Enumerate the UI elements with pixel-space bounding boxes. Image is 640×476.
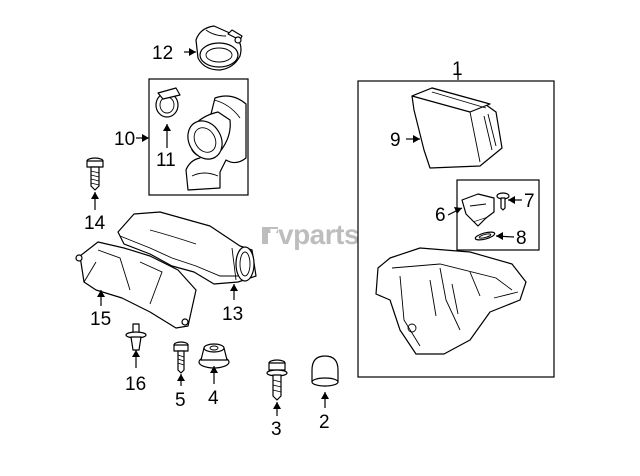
callout-11: 11 (156, 150, 176, 171)
hose-clamp-part (155, 87, 181, 118)
rubber-cap-part (311, 355, 339, 387)
arrowhead-13 (230, 284, 238, 291)
logo-mark-icon (262, 227, 278, 244)
arrowhead-9 (413, 135, 420, 143)
arrowhead-2 (321, 392, 329, 399)
callout-14: 14 (84, 213, 106, 234)
grommet-part (198, 343, 230, 369)
callout-4: 4 (208, 388, 219, 409)
arrowhead-11 (163, 124, 171, 131)
arrowhead-8 (496, 232, 503, 240)
callout-5: 5 (175, 390, 186, 411)
arrowheads (91, 48, 515, 409)
inlet-duct-group-box (148, 78, 249, 196)
arrowhead-7 (508, 196, 515, 204)
arrowhead-4 (210, 366, 218, 373)
callout-2: 2 (319, 412, 330, 433)
callout-1: 1 (452, 59, 463, 80)
callout-3: 3 (271, 419, 282, 440)
arrowhead-10 (142, 134, 149, 142)
air-cleaner-assembly-box (357, 80, 555, 378)
bolt-5-part (173, 341, 189, 374)
arrowhead-15 (97, 290, 105, 297)
sensor-subgroup-box (456, 179, 540, 251)
o-ring-part (474, 231, 496, 241)
screw-7-part (496, 192, 510, 211)
push-pin-part (125, 323, 147, 351)
arrowhead-5 (177, 374, 185, 381)
callout-13: 13 (222, 304, 243, 325)
air-cleaner-housing-part (375, 247, 527, 355)
arrowhead-3 (273, 402, 281, 409)
callout-15: 15 (90, 309, 111, 330)
maf-sensor-part (461, 193, 495, 227)
callout-12: 12 (152, 43, 173, 64)
screw-14-part (86, 157, 104, 191)
arrowhead-14 (91, 192, 99, 199)
watermark-logo: vparts (262, 219, 360, 250)
callout-8: 8 (516, 228, 527, 249)
callout-labels: 1 2 3 4 5 6 7 8 9 10 11 12 13 14 15 16 (84, 43, 535, 440)
arrowhead-16 (132, 350, 140, 357)
resonator-cover-part (75, 241, 197, 329)
inlet-coupler-part (195, 25, 243, 71)
arrowhead-12 (189, 48, 196, 56)
callout-9: 9 (390, 130, 401, 151)
inlet-tube-part (185, 95, 247, 191)
arrowhead-6 (454, 207, 462, 214)
callout-10: 10 (114, 129, 135, 150)
callout-16: 16 (125, 374, 146, 395)
intake-duct-part (117, 211, 257, 285)
watermark-text: vparts (278, 219, 359, 250)
air-filter-element-part (411, 87, 503, 169)
bolt-3-part (266, 359, 288, 401)
callout-6: 6 (435, 205, 446, 226)
callout-7: 7 (524, 191, 535, 212)
